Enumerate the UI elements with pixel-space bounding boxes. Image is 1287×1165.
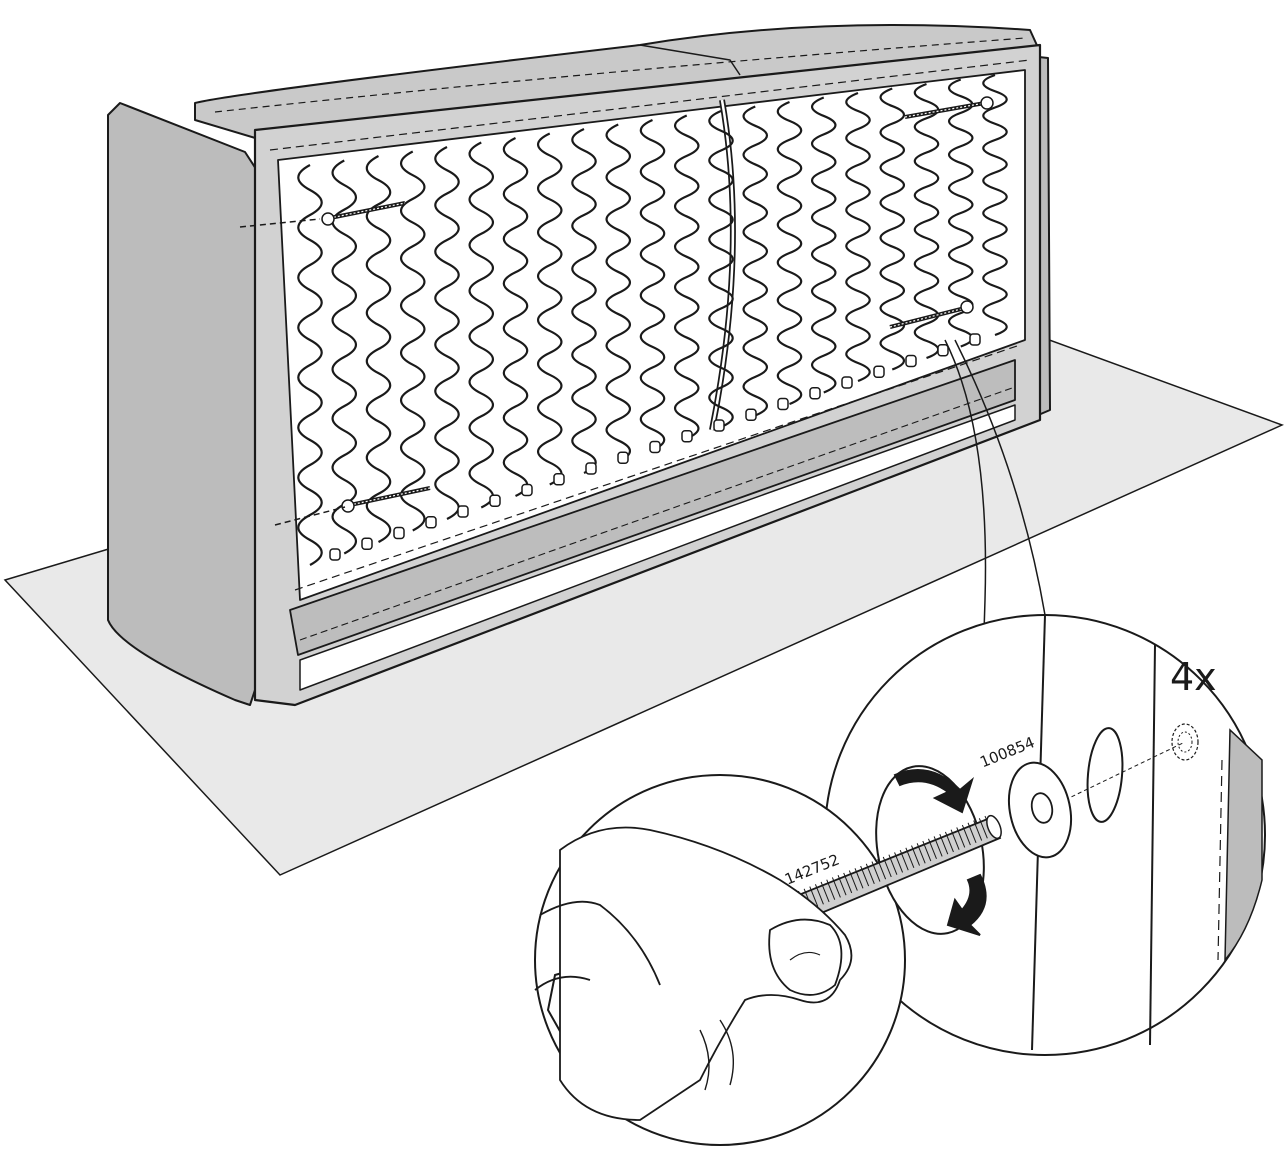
- bolt-thread: [826, 879, 836, 900]
- bolt-thread: [922, 840, 932, 862]
- spring-clip: [777, 397, 789, 411]
- bolt-thread: [888, 854, 898, 875]
- quantity-label: 4x: [1170, 655, 1217, 699]
- spring-clip: [553, 473, 565, 486]
- spring-clips: [329, 333, 981, 561]
- left-armrest: [107, 102, 259, 706]
- bolt-thread: [916, 843, 926, 864]
- detail-callout: 100854 142752 4x: [534, 614, 1266, 1146]
- spring-clip: [713, 419, 725, 432]
- zigzag-spring-icon: [845, 91, 871, 383]
- bolt-thread: [837, 874, 847, 896]
- zigzag-spring-icon: [502, 137, 529, 497]
- spring-clip: [681, 430, 693, 443]
- bolt-thread: [882, 856, 892, 878]
- spring-clip: [841, 376, 853, 389]
- spring-clip: [905, 354, 917, 368]
- sofa-frame-illustration: [107, 24, 1051, 707]
- bolt-thread: [831, 877, 841, 898]
- zigzag-spring-icon: [399, 150, 426, 532]
- bolt-thread: [961, 824, 971, 846]
- bolt-thread: [978, 818, 988, 839]
- zigzag-spring-icon: [468, 141, 495, 509]
- bolt-thread: [928, 838, 937, 859]
- spring-clip: [649, 440, 661, 454]
- spring-clip: [937, 344, 949, 357]
- zigzag-spring-icon: [434, 146, 460, 520]
- target-nut-icon: [1171, 723, 1199, 761]
- bolt-thread: [865, 863, 875, 884]
- zigzag-spring-icon: [913, 82, 940, 360]
- bolt-thread: [950, 829, 960, 850]
- zigzag-spring-icon: [365, 155, 392, 543]
- bolt-thread: [899, 849, 909, 871]
- zigzag-spring-icon: [297, 164, 323, 566]
- zigzag-spring-icon: [879, 87, 905, 371]
- spring-clip: [585, 462, 597, 475]
- spring-clip: [617, 451, 629, 464]
- zigzag-spring-icon: [639, 118, 666, 452]
- zigzag-springs: [297, 73, 1008, 566]
- zigzag-spring-icon: [982, 73, 1008, 337]
- spring-clip: [489, 494, 501, 507]
- bolt-thread: [944, 831, 954, 853]
- zigzag-spring-icon: [708, 109, 734, 429]
- bolt-thread: [820, 881, 830, 903]
- bolt-thread: [877, 859, 887, 880]
- bolt-thread: [933, 836, 943, 857]
- bolt-thread: [956, 827, 966, 848]
- frame-inner-panel: [277, 69, 1026, 601]
- spring-clip: [809, 387, 821, 400]
- zigzag-spring-icon: [571, 128, 597, 474]
- spring-clip: [745, 408, 757, 421]
- zigzag-spring-icon: [673, 114, 700, 440]
- zigzag-spring-icon: [536, 132, 563, 486]
- frame-bottom-rail: [289, 359, 1016, 656]
- frame-bolts: [239, 96, 994, 526]
- washer-icon: [1008, 761, 1072, 859]
- slot-hole: [1086, 727, 1124, 823]
- bolt-thread: [973, 820, 983, 841]
- spring-clip: [969, 333, 981, 346]
- zigzag-spring-icon: [811, 96, 837, 394]
- spring-clip: [425, 516, 437, 529]
- bolt-thread: [911, 845, 920, 866]
- bolt-thread: [871, 861, 881, 882]
- bolt-thread: [809, 886, 819, 907]
- zigzag-spring-icon: [742, 105, 769, 417]
- spring-clip: [521, 483, 533, 497]
- bolt-thread: [843, 872, 853, 894]
- panel-back: [1149, 644, 1156, 1046]
- zigzag-spring-icon: [331, 159, 358, 555]
- callout-line-left: [944, 339, 987, 761]
- callout-line-right: [954, 339, 1046, 616]
- zigzag-spring-icon: [776, 100, 803, 406]
- spring-clip: [457, 505, 469, 518]
- bolt-thread: [939, 834, 949, 855]
- bolt-thread: [967, 822, 977, 844]
- bolt-thread: [905, 847, 915, 869]
- frame-base-rail: [299, 404, 1016, 691]
- bolt-thread: [848, 870, 858, 891]
- bolt-thread: [894, 852, 904, 873]
- zigzag-spring-icon: [605, 123, 632, 463]
- hand-icon: [534, 826, 853, 1121]
- bolt-thread: [860, 865, 870, 887]
- spring-clip: [393, 526, 405, 540]
- spring-clip: [361, 537, 373, 550]
- bolt-thread: [814, 884, 824, 905]
- spring-clip: [329, 548, 341, 561]
- panel-fabric: [1224, 728, 1263, 963]
- bolt-thread: [854, 868, 864, 889]
- spring-clip: [873, 365, 885, 378]
